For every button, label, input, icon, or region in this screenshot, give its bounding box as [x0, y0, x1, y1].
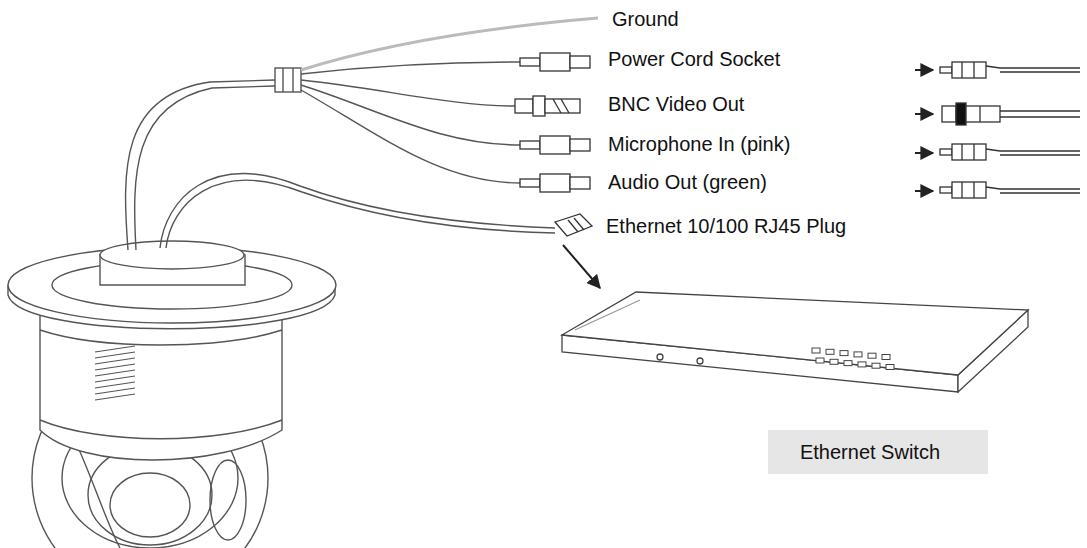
- vent-slat: [95, 394, 135, 400]
- switch-led: [840, 351, 848, 356]
- cable-label: BNC Video Out: [608, 93, 744, 116]
- switch-led: [844, 361, 852, 366]
- switch-led: [830, 359, 838, 364]
- cable-label: Ground: [612, 8, 679, 31]
- cable-label: Audio Out (green): [608, 171, 767, 194]
- switch-led: [854, 352, 862, 357]
- switch-led: [816, 358, 824, 363]
- node-text: Ethernet Switch: [800, 441, 988, 464]
- switch-led: [812, 348, 820, 353]
- vent-slat: [95, 376, 135, 382]
- insert-arrows: [563, 70, 933, 288]
- switch-caption-band: Ethernet Switch: [768, 430, 988, 474]
- plug-label: Ethernet 10/100 RJ45 Plug: [606, 215, 846, 238]
- cable-plugs: [940, 62, 1080, 198]
- vent-slat: [95, 370, 135, 376]
- vent-slat: [95, 382, 135, 388]
- socket-connectors: [515, 53, 592, 236]
- switch-led: [826, 349, 834, 354]
- switch-led: [882, 355, 890, 360]
- ethernet-switch: [562, 292, 1028, 392]
- vent-slat: [95, 364, 135, 370]
- dome-camera: [8, 241, 336, 548]
- switch-leds: [812, 348, 894, 370]
- vent-slat: [95, 388, 135, 394]
- switch-led: [868, 353, 876, 358]
- vent-slats: [95, 346, 135, 400]
- switch-led: [886, 365, 894, 370]
- vent-slat: [95, 346, 135, 352]
- switch-led: [872, 363, 880, 368]
- vent-slat: [95, 352, 135, 358]
- switch-led: [858, 362, 866, 367]
- cable-label: Power Cord Socket: [608, 48, 780, 71]
- cable-label: Microphone In (pink): [608, 133, 790, 156]
- cables: [126, 18, 598, 250]
- vent-slat: [95, 358, 135, 364]
